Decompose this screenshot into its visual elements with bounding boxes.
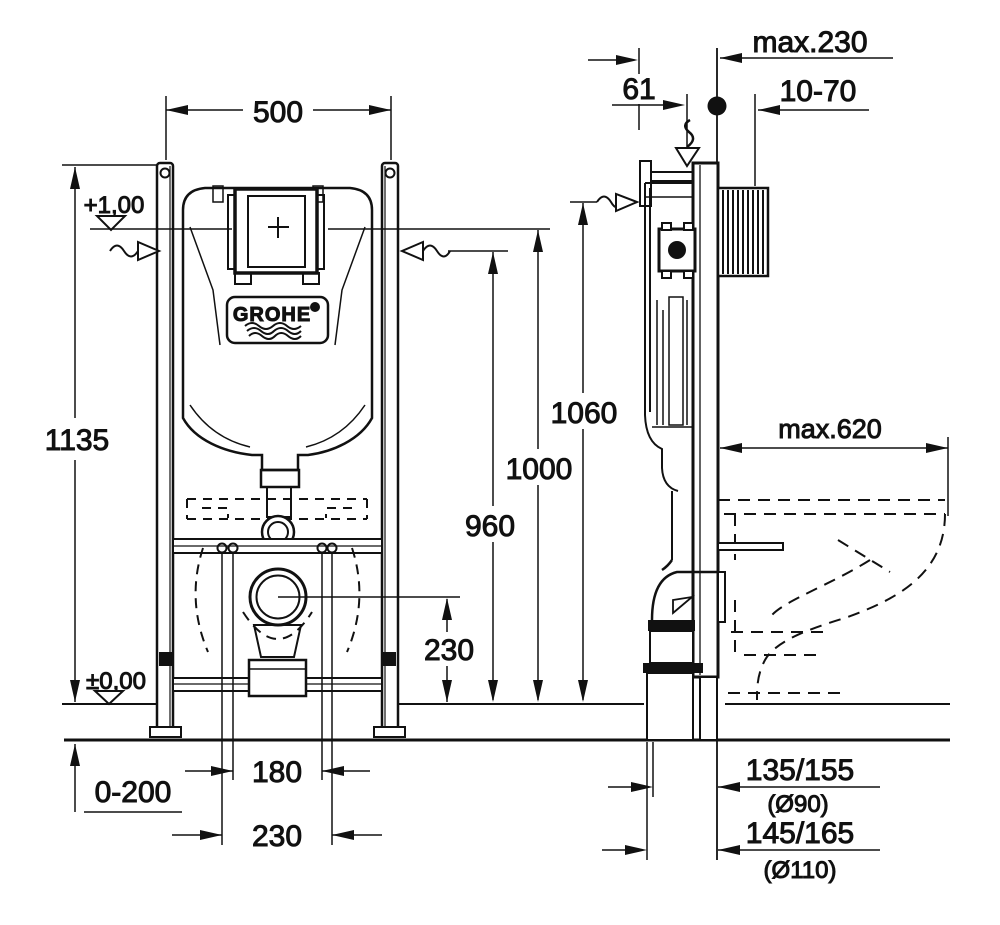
dim-wall-adjustment: 10-70 [754, 75, 869, 186]
wall-reference-dot-icon [707, 96, 727, 116]
dim-top-offset: 61 [588, 48, 688, 147]
drain-sleeve [247, 658, 308, 698]
dim-frame-height-label: 1135 [45, 424, 110, 457]
cistern-inner-right [334, 226, 366, 346]
right-squiggle-icon [422, 244, 451, 258]
side-frame-leg [699, 676, 718, 741]
drain-cone [252, 624, 303, 658]
elbow-flow-arrow-icon [672, 595, 696, 615]
dim-max-bowl-depth-label: max.620 [778, 414, 882, 444]
bowl-fixing-studs [216, 542, 338, 845]
dim-max-bowl-depth: max.620 [720, 414, 949, 516]
dim-outlet-90: 135/155 (Ø90) [608, 742, 880, 819]
front-view: GROHE [149, 161, 406, 845]
dim-frame-width-label: 500 [253, 96, 303, 129]
outlet-pipe-mid [649, 630, 694, 664]
outlet-spigot [717, 571, 726, 623]
bowl-outline-dashed [194, 547, 361, 653]
side-squiggle-arrowhead-icon [615, 192, 640, 213]
side-cistern-profile [644, 182, 693, 492]
cistern-outline [181, 186, 374, 472]
dim-bolt-spacing-label: 180 [252, 756, 302, 789]
left-squiggle-icon [109, 244, 139, 258]
flush-frame-rail-right [316, 194, 325, 270]
dim-outlet-height: 230 [278, 596, 475, 702]
left-foot-plate [149, 726, 182, 738]
dim-outlet-90-pipe-label: (Ø90) [767, 791, 828, 818]
side-frame-rail [691, 161, 720, 679]
bowl-seat-bolt [717, 542, 784, 551]
seal-band-lower [643, 663, 703, 673]
grohe-logo-text: GROHE [233, 304, 311, 326]
bowl-recess-dashed [186, 498, 368, 520]
grohe-logo-waves-icon [244, 322, 302, 340]
dim-frame-top-height-label: 1060 [551, 397, 618, 430]
dim-outlet-height-label: 230 [424, 634, 474, 667]
dim-level-height: 1000 [505, 230, 573, 702]
level-floor-triangle-icon [92, 690, 126, 706]
grohe-logo-dot-icon [310, 302, 320, 312]
flush-pipe [266, 486, 292, 518]
side-view [639, 48, 946, 860]
dim-frame-top-height: 1060 [550, 192, 640, 702]
dim-top-offset-label: 61 [622, 73, 655, 106]
cistern-inner-funnel [189, 404, 366, 448]
dim-fixing-spacing: 230 [172, 820, 382, 854]
level-upper-triangle-icon [94, 215, 128, 232]
flush-rod [651, 171, 693, 182]
dim-max-wall-distance-label: max.230 [752, 26, 867, 59]
level-upper-label: +1,00 [84, 192, 145, 219]
water-connection-dot-icon [668, 241, 686, 259]
right-top-bolt-hole-icon [384, 167, 396, 179]
flush-frame-inner [247, 195, 306, 268]
flush-frame-center-cross [268, 217, 289, 238]
dim-outlet-110-label: 145/165 [746, 817, 854, 850]
dim-foot-adjustment-label: 0-200 [95, 776, 172, 809]
right-leg-clamp [383, 652, 396, 666]
outlet-pipe-lower [646, 672, 694, 741]
left-top-bolt-hole-icon [159, 167, 171, 179]
dim-bolt-spacing: 180 [185, 756, 370, 790]
seal-band-upper [648, 620, 695, 631]
dimensions: 500 1135 +1,00 ±0,00 [44, 26, 949, 885]
cistern-inner-left [189, 226, 221, 346]
dim-outlet-110-pipe-label: (Ø110) [764, 857, 837, 884]
wall-anchor-ribbed-block [716, 186, 770, 278]
front-squiggle-arrows [109, 240, 508, 262]
side-cistern-internals [656, 296, 688, 426]
floor-lines [62, 703, 950, 742]
water-connection-box [657, 222, 697, 279]
left-upright [155, 161, 175, 737]
toilet-bowl-dashed [718, 499, 946, 701]
dim-max-wall-distance: max.230 [720, 26, 893, 63]
grohe-logo: GROHE [225, 295, 330, 345]
dim-frame-width: 500 [165, 96, 392, 160]
dim-outlet-90-label: 135/155 [746, 754, 854, 787]
level-mark-upper: +1,00 [83, 192, 550, 232]
dim-foot-adjustment: 0-200 [70, 744, 182, 813]
dim-flush-height: 960 [464, 252, 516, 702]
right-foot-plate [373, 726, 406, 738]
left-squiggle-arrow-icon [137, 240, 162, 262]
dim-wall-adjustment-label: 10-70 [780, 75, 857, 108]
flush-frame-rail-left [227, 194, 236, 270]
cistern-top-tab-left [212, 185, 224, 203]
side-level-triangle-icon [674, 147, 701, 168]
dim-level-height-label: 1000 [506, 453, 573, 486]
dim-flush-height-label: 960 [465, 510, 515, 543]
flush-frame-tab-left [234, 272, 252, 285]
right-squiggle-arrow-icon [399, 240, 424, 262]
flush-frame-tab-right [302, 272, 320, 285]
left-leg-clamp [159, 652, 172, 666]
grohe-logo-plate [225, 295, 330, 345]
dim-outlet-110: 145/165 (Ø110) [602, 742, 880, 885]
outlet-elbow [650, 559, 718, 621]
level-mark-floor: ±0,00 [86, 668, 146, 706]
dim-fixing-spacing-label: 230 [252, 820, 302, 853]
dim-frame-height: 1135 [44, 164, 157, 702]
flush-pipe-collar [259, 468, 301, 489]
